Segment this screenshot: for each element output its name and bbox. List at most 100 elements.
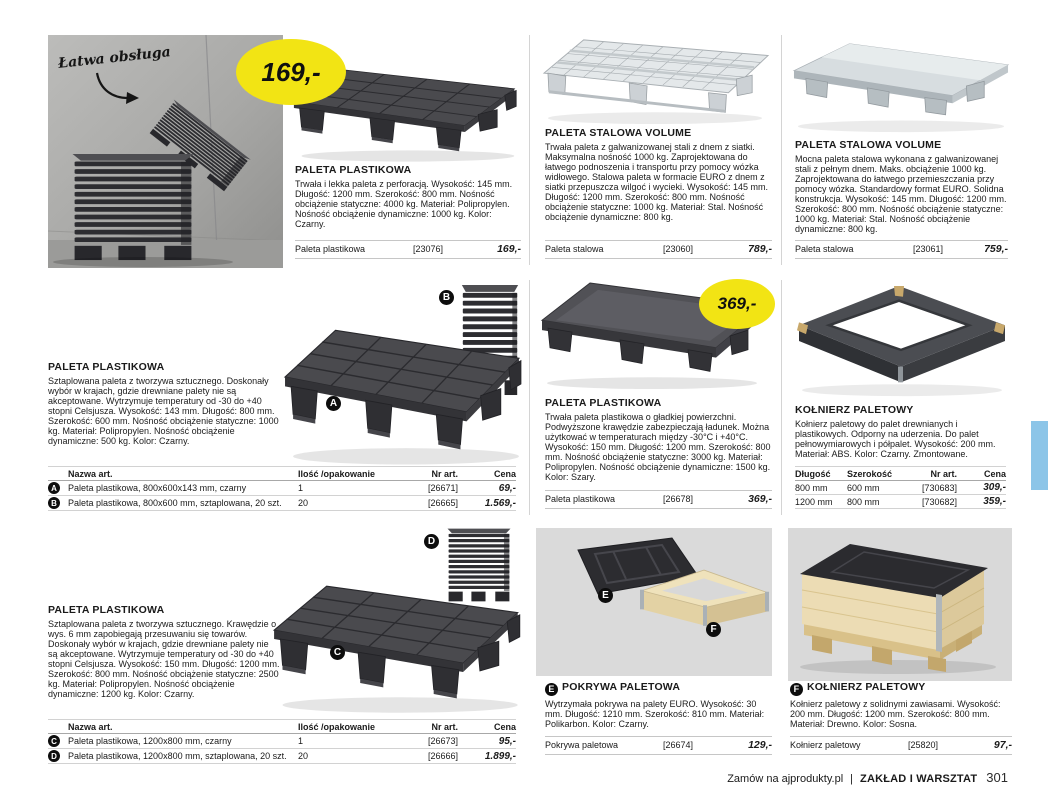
article-price: 759,-: [984, 243, 1008, 255]
price-row: Pokrywa paletowa [26674] 129,-: [545, 736, 772, 755]
product-card-p6: KOŁNIERZ PALETOWY Kołnierz paletowy do p…: [795, 404, 1008, 465]
article-price: 169,-: [497, 243, 521, 255]
article-qty: 1: [298, 736, 304, 746]
order-link[interactable]: Zamów na ajprodukty.pl: [727, 773, 844, 785]
row-marker: B: [48, 497, 60, 509]
table-row: D Paleta plastikowa, 1200x800 mm, sztapl…: [48, 749, 516, 764]
product-description: Sztaplowana paleta z tworzywa sztucznego…: [48, 619, 280, 699]
price-row: Paleta plastikowa [26678] 369,-: [545, 490, 772, 509]
marker-c: C: [330, 645, 345, 660]
article-name: Paleta stalowa: [545, 244, 604, 254]
article-price: 129,-: [748, 739, 772, 751]
article-number: [26674]: [663, 740, 694, 750]
table-header-row: Nazwa art. Ilość /opakowanie Nr art. Cen…: [48, 719, 516, 734]
product-title: POKRYWA PALETOWA: [562, 681, 681, 693]
row-marker: D: [48, 750, 60, 762]
article-length: 800 mm: [795, 482, 828, 493]
header-art: Nr art.: [930, 468, 957, 479]
article-price: 69,-: [498, 482, 516, 494]
product-description: Trwała paleta z galwanizowanej stali z d…: [545, 142, 768, 222]
product-description: Trwała paleta plastikowa o gładkiej powi…: [545, 412, 771, 482]
page-footer: Zamów na ajprodukty.pl | ZAKŁAD I WARSZT…: [727, 770, 1008, 785]
marker-f: F: [706, 622, 721, 637]
product-description: Kołnierz paletowy do palet drewnianych i…: [795, 419, 996, 459]
column-divider: [529, 280, 530, 515]
article-price: 95,-: [498, 735, 516, 747]
price-badge: 369,-: [699, 279, 775, 329]
marker-d: D: [424, 534, 439, 549]
marker-b: B: [439, 290, 454, 305]
article-price: 359,-: [983, 496, 1006, 507]
product-image-steel-mesh-pallet: [542, 38, 770, 126]
article-name: Kołnierz paletowy: [790, 740, 861, 750]
column-divider: [529, 35, 530, 265]
article-number: [26678]: [663, 494, 694, 504]
table-header-row: Nazwa art. Ilość /opakowanie Nr art. Cen…: [48, 466, 516, 481]
header-name: Nazwa art.: [68, 721, 113, 732]
photo-wood-collar-art: [640, 569, 770, 627]
product-title: PALETA PLASTIKOWA: [48, 361, 165, 373]
product-title-row: E POKRYWA PALETOWA: [545, 681, 772, 696]
price-badge-text: 369,-: [717, 294, 757, 313]
table-row: A Paleta plastikowa, 800x600x143 mm, cza…: [48, 481, 516, 496]
photo-wooden-crate: [788, 528, 1012, 681]
product-title: PALETA PLASTIKOWA: [48, 604, 165, 616]
article-number: [26666]: [427, 751, 458, 761]
article-number: [26665]: [427, 498, 458, 508]
article-price: 369,-: [748, 493, 772, 505]
section-tab: [1031, 421, 1048, 490]
column-divider: [781, 280, 782, 515]
page-number: 301: [986, 770, 1008, 785]
article-price: 97,-: [993, 739, 1012, 751]
product-description: Wytrzymała pokrywa na palety EURO. Wysok…: [545, 698, 765, 729]
header-qty: Ilość /opakowanie: [298, 468, 376, 479]
article-number: [23076]: [413, 244, 444, 254]
marker-e: E: [545, 682, 558, 696]
product-card-p7: PALETA PLASTIKOWA Sztaplowana paleta z t…: [48, 604, 280, 717]
price-row: Paleta stalowa [23060] 789,-: [545, 240, 772, 259]
footer-separator: |: [850, 773, 854, 785]
table-header-row: Długość Szerokość Nr art. Cena: [795, 466, 1006, 481]
product-title: KOŁNIERZ PALETOWY: [807, 681, 926, 693]
article-qty: 1: [298, 483, 304, 493]
product-title-row: F KOŁNIERZ PALETOWY: [790, 681, 1012, 696]
article-width: 800 mm: [847, 496, 880, 507]
photo-lid-and-collar: E F: [536, 528, 772, 676]
article-number: [23060]: [663, 244, 694, 254]
product-card-p9: F KOŁNIERZ PALETOWY Kołnierz paletowy z s…: [790, 681, 1012, 734]
product-image-plastic-pallet: [284, 329, 522, 466]
article-number: [26671]: [427, 483, 458, 493]
price-row: Paleta stalowa [23061] 759,-: [795, 240, 1008, 259]
product-card-p5: PALETA PLASTIKOWA Trwała paleta plastiko…: [545, 397, 772, 488]
article-price: 1.899,-: [484, 750, 516, 762]
article-price: 789,-: [748, 243, 772, 255]
product-title: KOŁNIERZ PALETOWY: [795, 404, 914, 416]
product-card-p8: E POKRYWA PALETOWA Wytrzymała pokrywa na …: [545, 681, 772, 734]
article-name: Paleta plastikowa, 800x600x143 mm, czarn…: [68, 483, 247, 493]
product-card-p1: PALETA PLASTIKOWA Trwała i lekka paleta …: [295, 164, 521, 238]
article-name: Paleta stalowa: [795, 244, 854, 254]
article-table: Nazwa art. Ilość /opakowanie Nr art. Cen…: [48, 719, 516, 764]
product-description: Kołnierz paletowy z solidnymi zawiasami.…: [790, 698, 1001, 729]
header-qty: Ilość /opakowanie: [298, 721, 376, 732]
article-number: [730683]: [921, 482, 957, 493]
article-number: [730682]: [921, 496, 957, 507]
header-width: Szerokość: [847, 468, 893, 479]
table-row: 1200 mm 800 mm [730682] 359,-: [795, 495, 1006, 509]
marker-f: F: [790, 682, 803, 696]
hero-arrow-icon: [95, 72, 139, 104]
marker-e: E: [598, 588, 613, 603]
article-width: 600 mm: [847, 482, 880, 493]
product-card-p2: PALETA STALOWA VOLUME Trwała paleta z ga…: [545, 127, 772, 238]
article-price: 309,-: [983, 482, 1006, 493]
article-name: Pokrywa paletowa: [545, 740, 619, 750]
article-qty: 20: [298, 498, 309, 508]
article-name: Paleta plastikowa, 800x600 mm, sztaplowa…: [68, 498, 282, 508]
product-description: Mocna paleta stalowa wykonana z galwaniz…: [795, 154, 1007, 234]
header-price: Cena: [493, 721, 516, 732]
header-art: Nr art.: [431, 721, 458, 732]
price-row: Kołnierz paletowy [25820] 97,-: [790, 736, 1012, 755]
article-table: Długość Szerokość Nr art. Cena 800 mm 60…: [795, 466, 1006, 509]
row-marker: C: [48, 735, 60, 747]
